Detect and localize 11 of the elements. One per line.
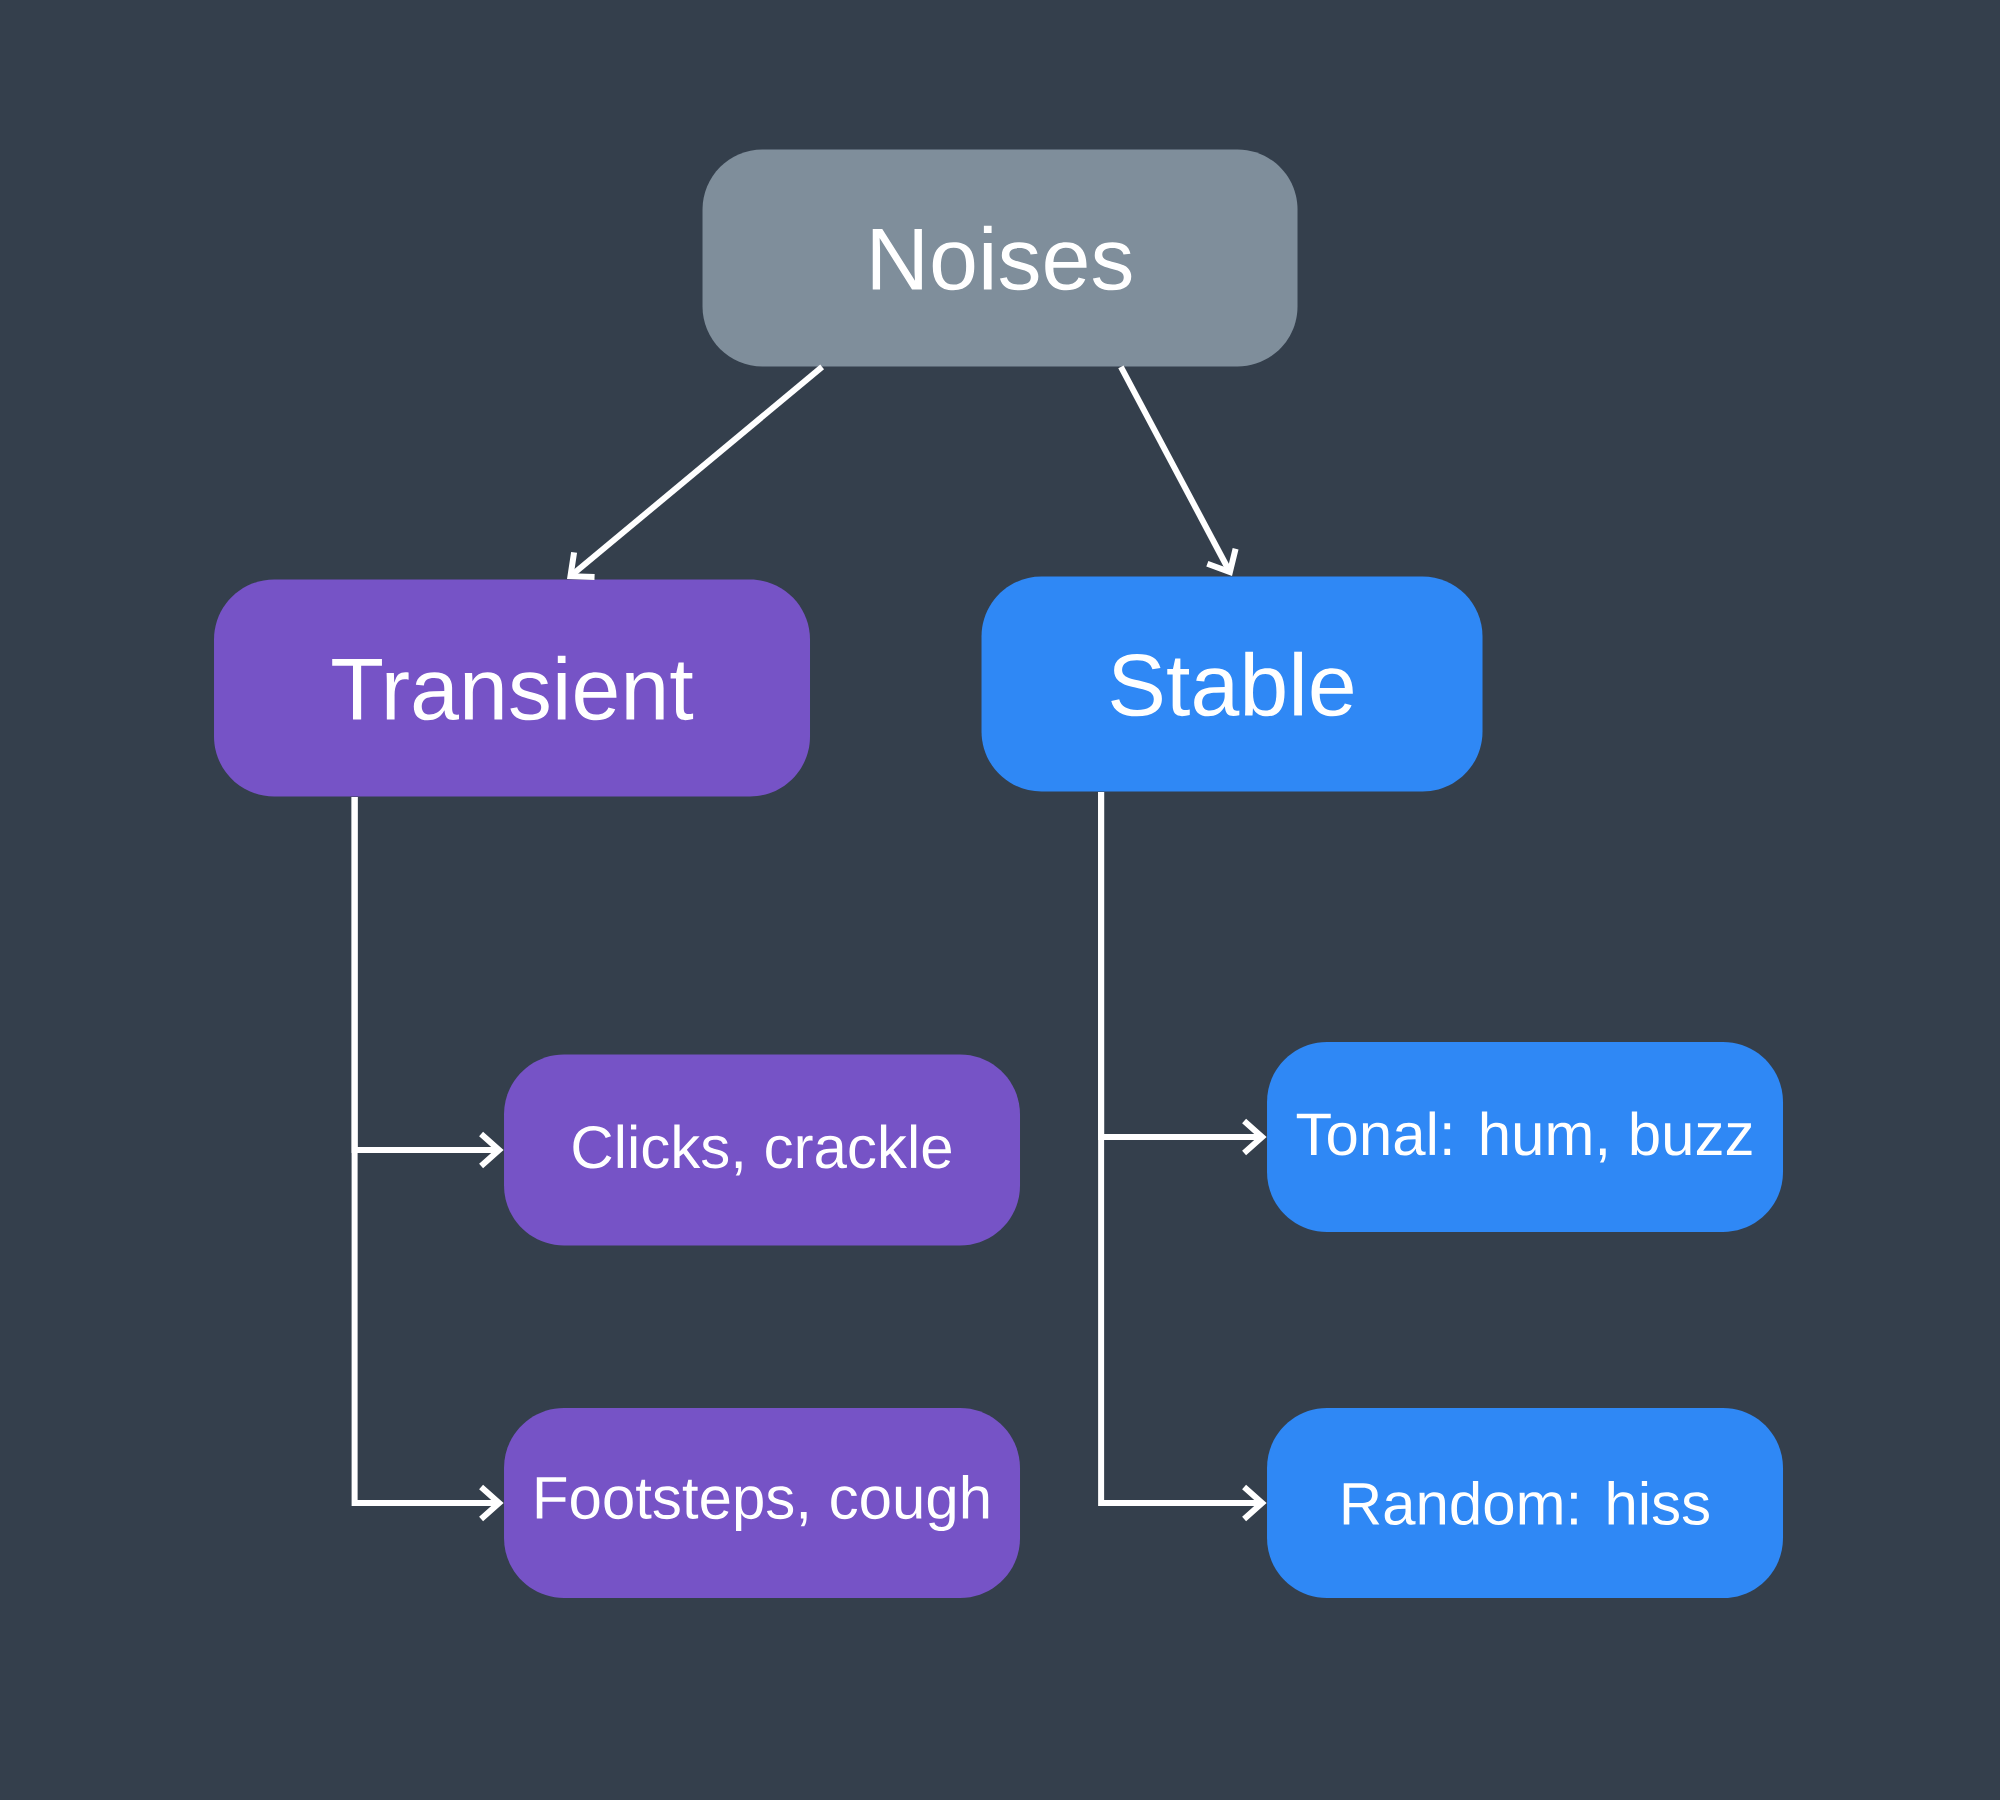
arrow: [567, 364, 825, 580]
item-box: Tonal: hum, buzz: [1267, 1042, 1783, 1232]
arrow: [1098, 791, 1267, 1522]
arrow: [1118, 365, 1239, 577]
item-box: Footsteps, cough: [504, 1408, 1020, 1598]
category-box: Stable: [981, 576, 1483, 792]
arrow: [351, 796, 504, 1522]
category-box: Noises: [702, 149, 1298, 367]
item-box: Random: hiss: [1267, 1408, 1783, 1598]
category-box: Transient: [214, 579, 810, 797]
item-box: Clicks, crackle: [504, 1054, 1020, 1246]
